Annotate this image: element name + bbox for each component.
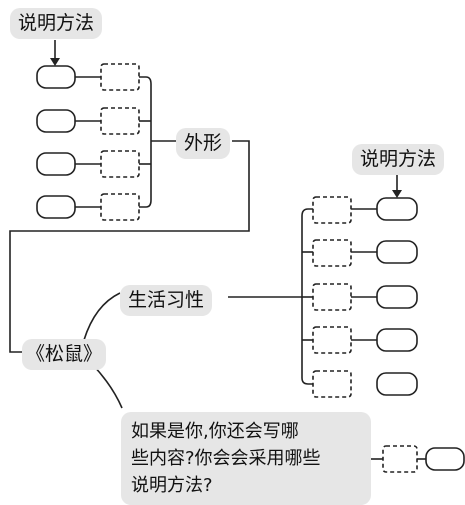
blank-box-left-4[interactable] xyxy=(100,193,140,221)
line-appearance-to-title xyxy=(9,140,250,353)
label-habits: 生活习性 xyxy=(120,285,213,316)
line-title-to-question xyxy=(91,363,123,409)
bracket-appearance xyxy=(139,76,152,208)
blank-box-left-1[interactable] xyxy=(100,63,140,91)
question-line-1: 如果是你,你还会写哪 xyxy=(131,421,299,442)
answer-box-right-3[interactable] xyxy=(376,285,418,309)
label-title-squirrel: 《松鼠》 xyxy=(22,339,107,370)
blank-box-left-3[interactable] xyxy=(100,150,140,178)
answer-box-right-1[interactable] xyxy=(376,197,418,221)
blank-box-right-1[interactable] xyxy=(312,196,352,224)
answer-box-left-1[interactable] xyxy=(36,65,76,89)
question-box: 如果是你,你还会写哪 些内容?你会会采用哪些 说明方法? xyxy=(121,412,371,505)
answer-box-right-4[interactable] xyxy=(376,328,418,352)
label-appearance: 外形 xyxy=(176,128,231,159)
blank-box-right-2[interactable] xyxy=(312,239,352,267)
blank-box-right-3[interactable] xyxy=(312,283,352,311)
label-method-top: 说明方法 xyxy=(10,8,103,39)
blank-box-right-4[interactable] xyxy=(312,326,352,354)
line-title-to-habits xyxy=(83,292,121,341)
answer-box-right-5[interactable] xyxy=(376,372,418,396)
question-line-3: 说明方法? xyxy=(131,475,213,496)
blank-box-right-5[interactable] xyxy=(312,370,352,398)
answer-box-question[interactable] xyxy=(425,447,465,471)
answer-box-left-4[interactable] xyxy=(36,195,76,219)
blank-box-question[interactable] xyxy=(382,445,418,473)
answer-box-left-3[interactable] xyxy=(36,152,76,176)
answer-box-left-2[interactable] xyxy=(36,109,76,133)
label-method-right: 说明方法 xyxy=(352,144,445,175)
answer-box-right-2[interactable] xyxy=(376,240,418,264)
blank-box-left-2[interactable] xyxy=(100,107,140,135)
question-line-2: 些内容?你会会采用哪些 xyxy=(131,448,321,469)
